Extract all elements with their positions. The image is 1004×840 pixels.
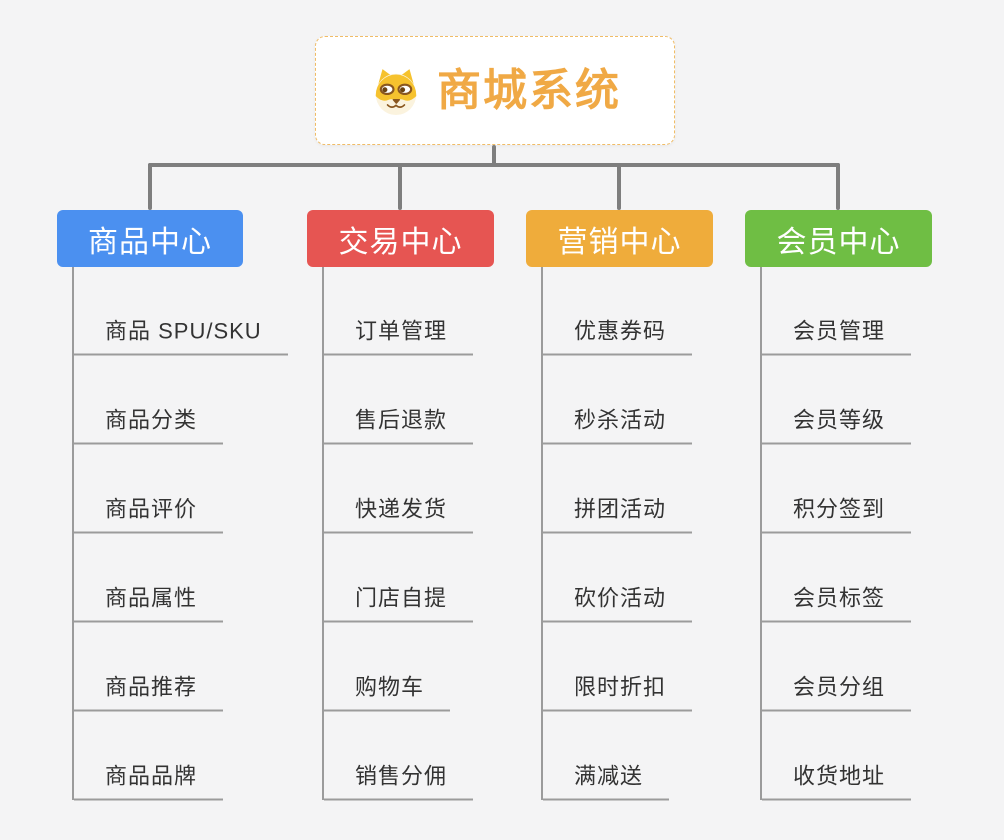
connector-drop-member	[836, 163, 840, 210]
leaf-topic[interactable]: 销售分佣	[324, 763, 474, 800]
connector-root-stub	[492, 145, 496, 167]
branch-line-member: 会员管理 会员等级 积分签到 会员标签 会员分组 收货地址	[760, 267, 912, 800]
leaf-topic[interactable]: 商品属性	[74, 585, 224, 622]
leaf-topic[interactable]: 收货地址	[762, 763, 912, 800]
leaf-topic[interactable]: 快递发货	[324, 496, 474, 533]
branch-line-marketing: 优惠券码 秒杀活动 拼团活动 砍价活动 限时折扣 满减送	[541, 267, 693, 800]
leaf-topic[interactable]: 订单管理	[324, 318, 474, 355]
leaf-topic[interactable]: 商品评价	[74, 496, 224, 533]
leaf-topic[interactable]: 会员等级	[762, 407, 912, 444]
leaf-topic[interactable]: 限时折扣	[543, 674, 693, 711]
leaf-topic[interactable]: 砍价活动	[543, 585, 693, 622]
connector-horizontal	[148, 163, 840, 167]
root-title: 商城系统	[437, 65, 621, 115]
connector-drop-marketing	[617, 163, 621, 210]
branch-trade-center[interactable]: 交易中心	[307, 210, 494, 267]
leaf-topic[interactable]: 会员标签	[762, 585, 912, 622]
leaf-topic[interactable]: 商品推荐	[74, 674, 224, 711]
leaf-topic[interactable]: 优惠券码	[543, 318, 693, 355]
shiba-dog-icon	[369, 66, 423, 116]
leaf-topic[interactable]: 积分签到	[762, 496, 912, 533]
leaf-topic[interactable]: 门店自提	[324, 585, 474, 622]
leaf-topic[interactable]: 会员分组	[762, 674, 912, 711]
branch-line-product: 商品 SPU/SKU 商品分类 商品评价 商品属性 商品推荐 商品品牌	[72, 267, 288, 800]
branch-line-trade: 订单管理 售后退款 快递发货 门店自提 购物车 销售分佣	[322, 267, 474, 800]
leaf-topic[interactable]: 秒杀活动	[543, 407, 693, 444]
branch-product-center[interactable]: 商品中心	[57, 210, 243, 267]
connector-drop-trade	[398, 163, 402, 210]
leaf-topic[interactable]: 售后退款	[324, 407, 474, 444]
leaf-topic[interactable]: 会员管理	[762, 318, 912, 355]
connector-drop-product	[148, 163, 152, 210]
branch-marketing-center[interactable]: 营销中心	[526, 210, 713, 267]
leaf-topic[interactable]: 商品分类	[74, 407, 224, 444]
leaf-topic[interactable]: 商品 SPU/SKU	[74, 318, 288, 355]
root-topic[interactable]: 商城系统	[315, 36, 675, 145]
leaf-topic[interactable]: 满减送	[543, 763, 670, 800]
leaf-topic[interactable]: 拼团活动	[543, 496, 693, 533]
branch-member-center[interactable]: 会员中心	[745, 210, 932, 267]
leaf-topic[interactable]: 购物车	[324, 674, 451, 711]
leaf-topic[interactable]: 商品品牌	[74, 763, 224, 800]
